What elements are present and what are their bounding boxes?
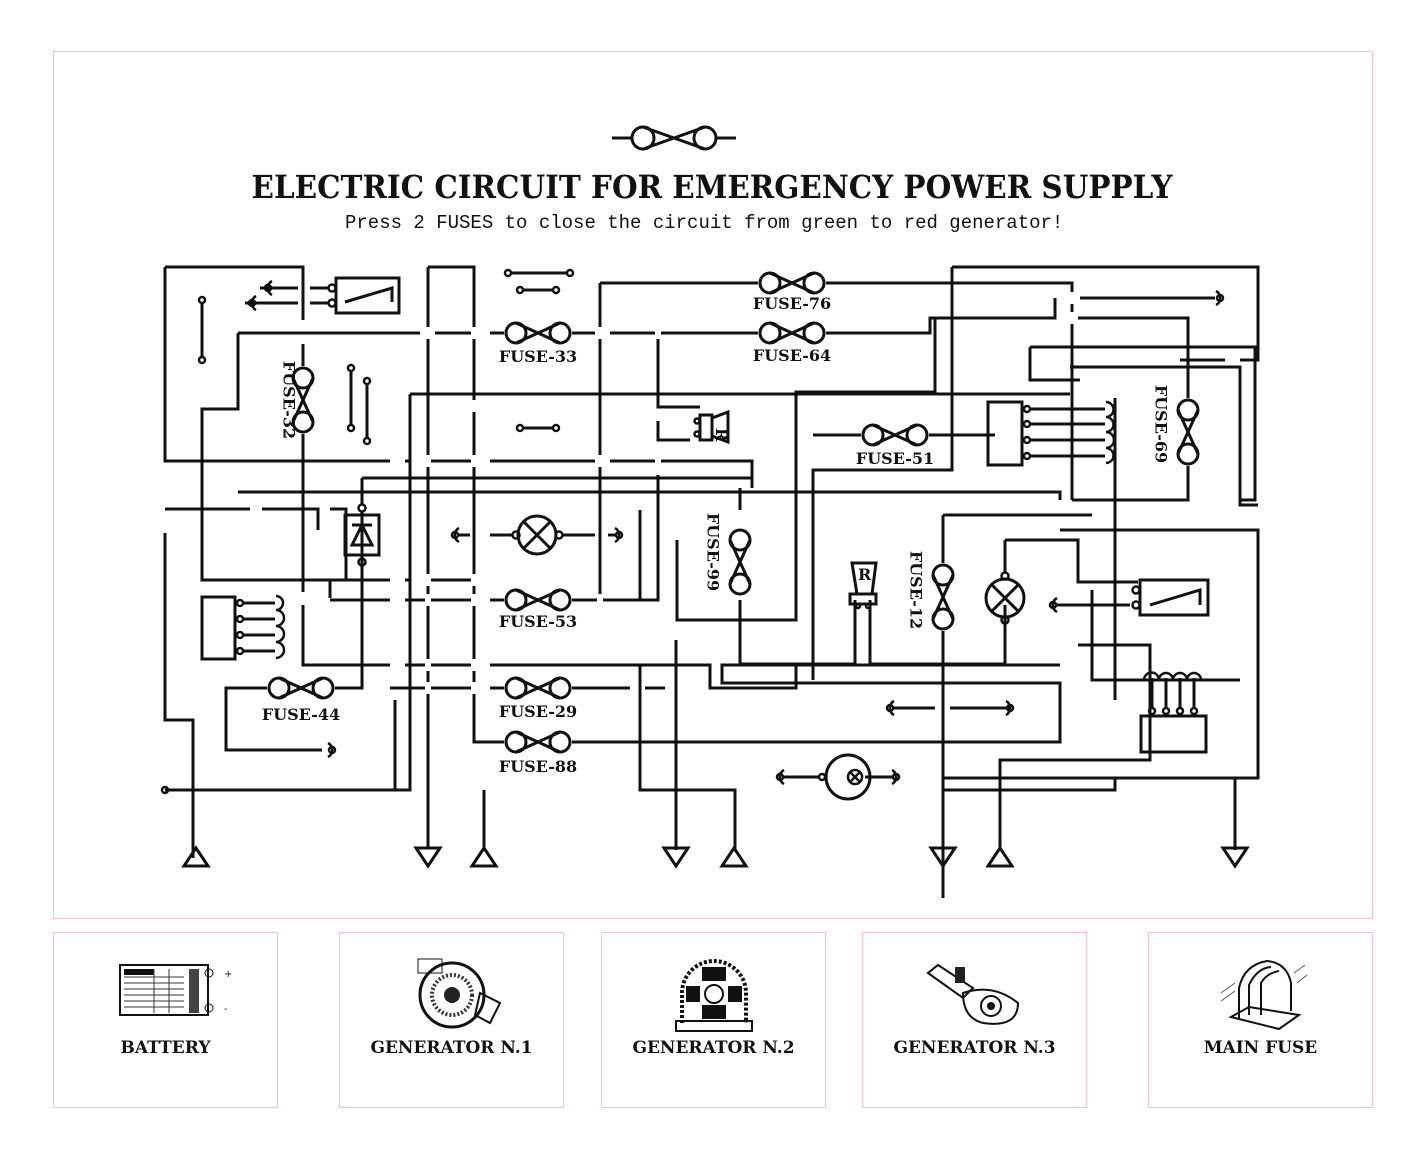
fuse-label: FUSE-29: [499, 702, 577, 721]
fuse-icon: [1176, 398, 1200, 466]
connector-block-icon: [1139, 671, 1208, 754]
fuse-51[interactable]: FUSE-51: [856, 423, 934, 468]
motor-lamp-icon: [783, 753, 893, 801]
battery-card[interactable]: +- BATTERY: [53, 932, 278, 1108]
relay-switch-icon: [1131, 578, 1210, 617]
battery-label: BATTERY: [120, 1038, 211, 1058]
fuse-icon: [758, 271, 826, 295]
fuse-icon: [267, 676, 335, 700]
main-fuse-label: MAIN FUSE: [1203, 1038, 1318, 1058]
battery-icon: +-: [119, 964, 232, 1016]
generator-1-label: GENERATOR N.1: [370, 1038, 533, 1058]
fuse-label: FUSE-33: [499, 347, 577, 366]
svg-text:-: -: [224, 1004, 227, 1015]
fuse-64[interactable]: FUSE-64: [753, 321, 831, 365]
ground-terminals: [181, 790, 1250, 869]
wire-crossings: [425, 292, 1075, 694]
main-fuse-card[interactable]: MAIN FUSE: [1148, 932, 1373, 1108]
generator-2-card[interactable]: GENERATOR N.2: [601, 932, 826, 1108]
relay-r-icon: R: [848, 561, 878, 610]
fuse-label: FUSE-32: [280, 361, 299, 439]
relay-switch-icon: [327, 276, 401, 315]
fuse-label: FUSE-44: [262, 705, 340, 724]
fuse-29[interactable]: FUSE-29: [499, 676, 577, 721]
fuse-33[interactable]: FUSE-33: [499, 321, 577, 366]
connector-block-icon: [200, 594, 286, 661]
diode-icon: [343, 495, 381, 568]
fuse-12[interactable]: FUSE-12: [907, 551, 955, 631]
generator-2-label: GENERATOR N.2: [632, 1038, 795, 1058]
svg-text:R: R: [858, 565, 872, 584]
generator-1-icon: [417, 958, 502, 1029]
fuse-32[interactable]: FUSE-32: [280, 361, 315, 439]
fuse-label: FUSE-88: [499, 757, 577, 776]
header-fuse-emblem-icon: [612, 125, 736, 151]
antenna-terminals: [247, 279, 1225, 786]
generator-1-card[interactable]: GENERATOR N.1: [339, 932, 564, 1108]
fuse-icon: [861, 423, 929, 447]
main-fuse-icon: [1220, 959, 1308, 1031]
generator-3-label: GENERATOR N.3: [893, 1038, 1056, 1058]
svg-text:+: +: [224, 969, 232, 980]
fuse-label: FUSE-53: [499, 612, 577, 631]
fuse-icon: [504, 588, 572, 612]
relay-r-icon: R: [693, 409, 731, 445]
fuse-88[interactable]: FUSE-88: [499, 730, 577, 776]
fuse-53[interactable]: FUSE-53: [499, 588, 577, 631]
connector-block-icon: [986, 400, 1116, 467]
fuse-icon: [504, 730, 572, 754]
fuse-icon: [931, 563, 955, 631]
generator-3-card[interactable]: GENERATOR N.3: [862, 932, 1087, 1108]
page-title: ELECTRIC CIRCUIT FOR EMERGENCY POWER SUP…: [251, 168, 1173, 206]
generator-3-icon: [926, 963, 1020, 1025]
fuse-label: FUSE-69: [1152, 385, 1171, 463]
terminals: [160, 268, 575, 795]
fuse-99[interactable]: FUSE-99: [704, 513, 752, 596]
fuse-label: FUSE-64: [753, 346, 831, 365]
instruction-text: Press 2 FUSES to close the circuit from …: [345, 212, 1064, 234]
fuse-69[interactable]: FUSE-69: [1152, 385, 1200, 466]
fuse-44[interactable]: FUSE-44: [262, 676, 340, 724]
svg-text:R: R: [712, 428, 731, 442]
fuse-label: FUSE-76: [753, 294, 831, 313]
circuit-board: [53, 51, 1373, 919]
lamp-icon: [984, 540, 1026, 625]
fuse-label: FUSE-51: [856, 449, 934, 468]
fuse-icon: [504, 321, 572, 345]
generator-2-icon: [675, 959, 753, 1032]
fuse-icon: [728, 528, 752, 596]
fuse-76[interactable]: FUSE-76: [753, 271, 831, 313]
fuse-label: FUSE-12: [907, 551, 926, 629]
lamp-icon: [490, 514, 595, 556]
fuse-icon: [758, 321, 826, 345]
fuse-icon: [504, 676, 572, 700]
fuse-label: FUSE-99: [704, 513, 723, 591]
fuse-icon: [291, 366, 315, 434]
